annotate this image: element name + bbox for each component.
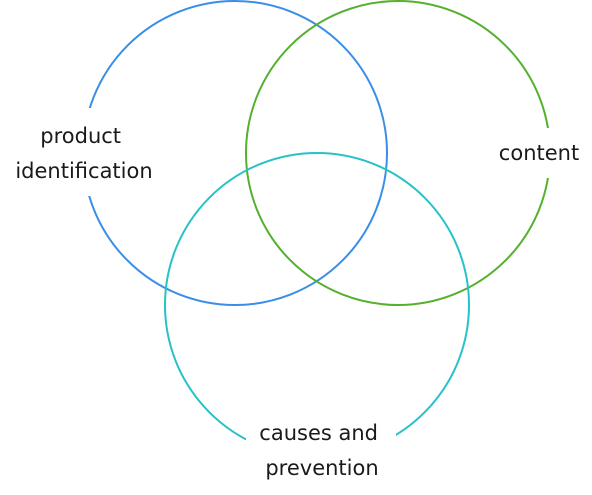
label-line: prevention	[265, 456, 378, 480]
label-causes-and-prevention: causes and prevention	[259, 421, 384, 480]
label-line: product	[40, 124, 121, 148]
label-content: content	[499, 141, 579, 165]
label-line: content	[499, 141, 579, 165]
label-bg-causes-and-prevention	[246, 410, 396, 492]
label-product-identification: product identification	[15, 124, 152, 183]
label-line: causes and	[259, 421, 378, 445]
label-line: identification	[15, 159, 152, 183]
label-bg-product-identification	[4, 108, 170, 196]
label-bg-content	[486, 128, 590, 178]
